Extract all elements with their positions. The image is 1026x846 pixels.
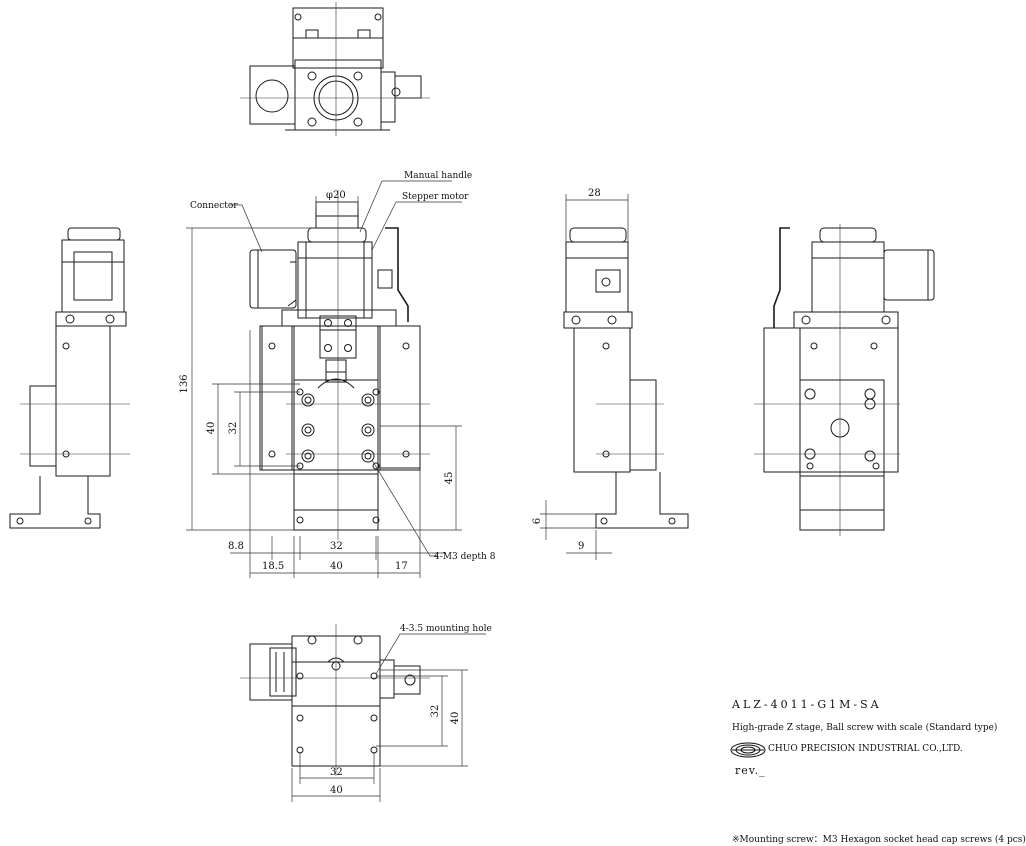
- rear-view: [754, 224, 935, 536]
- dim-bottom-32-horizontal: 32: [330, 767, 343, 778]
- mounting-note: ※Mounting screw：M3 Hexagon socket head c…: [732, 835, 1026, 845]
- model-number: ALZ-4011-G1M-SA: [732, 698, 882, 711]
- dim-32-front: 32: [330, 541, 343, 552]
- bottom-view: [240, 624, 486, 802]
- dim-table-32: 32: [228, 422, 239, 435]
- top-view: [240, 2, 430, 136]
- front-dimensions: [186, 180, 462, 578]
- dim-bottom-40-horizontal: 40: [330, 785, 343, 796]
- tapped-holes-callout: 4-M3 depth 8: [434, 552, 496, 562]
- dim-overall-height: 136: [179, 374, 190, 393]
- dim-40-front: 40: [330, 561, 343, 572]
- dim-table-40: 40: [206, 422, 217, 435]
- dim-handle-dia: φ20: [326, 190, 346, 201]
- left-side-view: [9, 227, 130, 529]
- manual-handle-callout: Manual handle: [404, 171, 472, 181]
- company-logo-icon: [730, 742, 766, 758]
- front-view: [249, 190, 430, 540]
- dim-bottom-32-vertical: 32: [430, 705, 441, 718]
- dim-side-28: 28: [588, 188, 601, 199]
- dim-17: 17: [395, 561, 408, 572]
- dim-bottom-40-vertical: 40: [450, 712, 461, 725]
- product-description: High-grade Z stage, Ball screw with scal…: [732, 723, 998, 733]
- dim-side-6: 6: [532, 518, 543, 524]
- technical-drawing: Connector Manual handle Stepper motor 4-…: [9, 2, 935, 802]
- stepper-motor-callout: Stepper motor: [402, 192, 469, 202]
- mounting-holes-callout: 4-3.5 mounting hole: [400, 624, 492, 634]
- connector-callout: Connector: [190, 201, 238, 211]
- right-side-view: [540, 194, 689, 560]
- dim-8-8: 8.8: [228, 541, 244, 552]
- revision: rev._: [735, 764, 766, 777]
- company-name: CHUO PRECISION INDUSTRIAL CO.,LTD.: [768, 744, 963, 754]
- dim-18-5: 18.5: [262, 561, 284, 572]
- dim-side-9: 9: [578, 541, 584, 552]
- dim-45: 45: [444, 472, 455, 485]
